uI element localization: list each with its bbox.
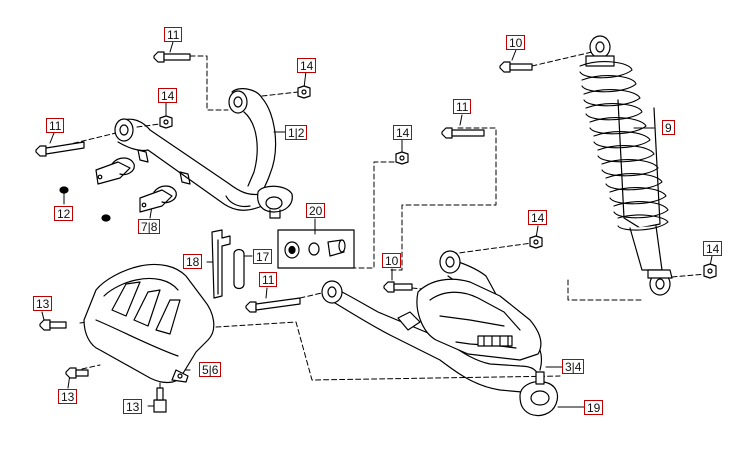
leader-lines xyxy=(41,41,713,408)
shock-absorber xyxy=(579,35,673,296)
callout-12: 12 xyxy=(54,206,74,221)
screw-12 xyxy=(59,186,111,222)
callout-14-right: 14 xyxy=(528,210,548,225)
upper-control-arm xyxy=(114,88,293,219)
bolt-11-top xyxy=(153,51,191,63)
callout-11-mid: 11 xyxy=(259,272,278,287)
bolt-13-a xyxy=(39,319,67,331)
callout-13-b: 13 xyxy=(58,389,78,404)
nut-14-top xyxy=(297,85,311,99)
callout-5-6: 5|6 xyxy=(199,362,222,377)
bolt-11-mid xyxy=(245,297,301,313)
callout-14-far: 14 xyxy=(703,241,723,256)
bolt-10-top xyxy=(499,61,533,73)
callout-3-4: 3|4 xyxy=(562,359,585,374)
callout-10-top: 10 xyxy=(506,35,526,50)
callout-11-right: 11 xyxy=(453,99,472,114)
callout-11-top: 11 xyxy=(164,27,183,42)
nut-14-right xyxy=(529,235,543,249)
bolt-10-mid xyxy=(383,281,413,293)
callout-14-top: 14 xyxy=(297,58,317,73)
callout-19: 19 xyxy=(584,400,604,415)
nut-14-mid xyxy=(395,151,409,165)
callout-20: 20 xyxy=(306,203,326,218)
callout-1-2: 1|2 xyxy=(285,125,308,140)
nut-14-left xyxy=(159,115,173,129)
callout-17: 17 xyxy=(253,249,273,264)
ball-joint xyxy=(519,371,559,417)
callout-10-mid: 10 xyxy=(382,253,402,268)
brake-line-clamps xyxy=(95,157,177,213)
callout-13-c: 13 xyxy=(123,399,143,414)
callout-7-8: 7|8 xyxy=(138,219,161,234)
lower-control-arm xyxy=(321,250,543,393)
nut-14-far xyxy=(703,263,717,279)
callout-9: 9 xyxy=(662,120,675,135)
callout-14-mid: 14 xyxy=(393,125,413,140)
bolt-13-c xyxy=(153,387,167,413)
sleeve-17 xyxy=(233,248,245,290)
callout-11-left: 11 xyxy=(46,118,65,133)
callout-14-left: 14 xyxy=(158,88,178,103)
callout-13-a: 13 xyxy=(33,296,53,311)
bushing-kit-20 xyxy=(277,229,355,269)
skid-plate xyxy=(83,263,215,384)
bolt-11-left xyxy=(35,141,85,157)
bolt-13-b xyxy=(65,367,89,379)
bolt-11-right xyxy=(441,127,485,139)
assembly-dash-lines xyxy=(57,51,707,397)
callout-18: 18 xyxy=(183,254,203,269)
hinge-pin-18 xyxy=(211,229,231,299)
